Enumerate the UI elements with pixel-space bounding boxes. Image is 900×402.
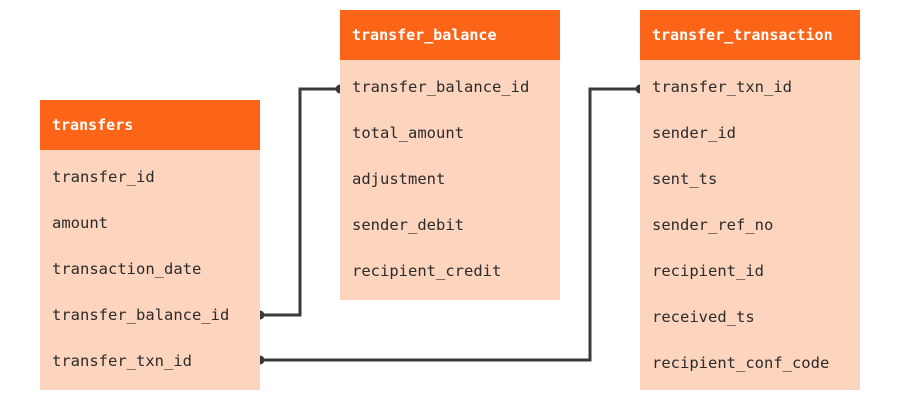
entity-title: transfers: [40, 100, 260, 150]
field-adjustment: adjustment: [352, 170, 446, 188]
field-sender-id: sender_id: [652, 124, 736, 142]
entity-field-list: transfer_id amount transaction_date tran…: [40, 150, 260, 384]
field-sender-debit: sender_debit: [352, 216, 464, 234]
connector-transfer-balance: [260, 87, 340, 317]
field-transfer-balance-id: transfer_balance_id: [352, 78, 530, 96]
entity-title: transfer_balance: [340, 10, 560, 60]
field-transaction-date: transaction_date: [52, 260, 202, 278]
field-transfer-txn-id: transfer_txn_id: [52, 352, 192, 370]
field-transfer-txn-id: transfer_txn_id: [652, 78, 792, 96]
field-sender-ref-no: sender_ref_no: [652, 216, 774, 234]
field-total-amount: total_amount: [352, 124, 464, 142]
field-amount: amount: [52, 214, 108, 232]
entity-field-list: transfer_txn_id sender_id sent_ts sender…: [640, 60, 860, 386]
entity-field-list: transfer_balance_id total_amount adjustm…: [340, 60, 560, 294]
field-recipient-id: recipient_id: [652, 262, 764, 280]
entity-transfer-balance: transfer_balance transfer_balance_id tot…: [340, 10, 560, 300]
entity-title: transfer_transaction: [640, 10, 860, 60]
field-received-ts: received_ts: [652, 308, 755, 326]
entity-transfer-transaction: transfer_transaction transfer_txn_id sen…: [640, 10, 860, 390]
field-transfer-balance-id: transfer_balance_id: [52, 306, 230, 324]
field-recipient-conf-code: recipient_conf_code: [652, 354, 830, 372]
field-sent-ts: sent_ts: [652, 170, 718, 188]
field-recipient-credit: recipient_credit: [352, 262, 502, 280]
field-transfer-id: transfer_id: [52, 168, 155, 186]
entity-transfers: transfers transfer_id amount transaction…: [40, 100, 260, 390]
